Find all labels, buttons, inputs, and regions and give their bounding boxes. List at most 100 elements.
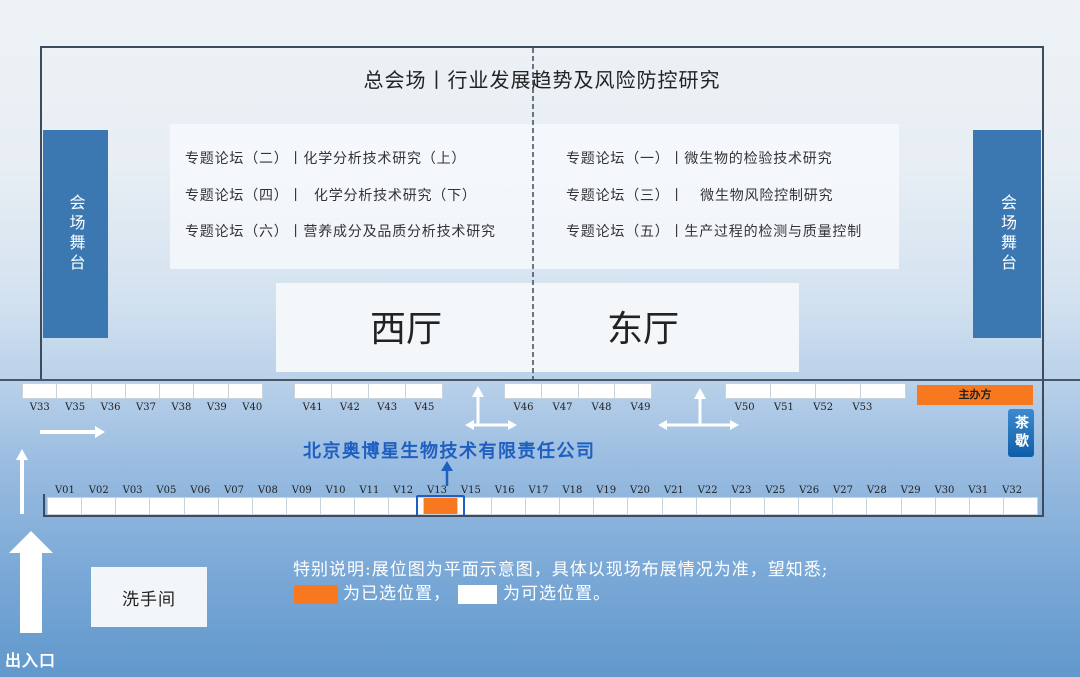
legend-available-swatch xyxy=(458,585,497,604)
stage-left: 会场舞台 xyxy=(43,130,108,338)
booth-v35[interactable] xyxy=(57,384,92,398)
booth-label-v02: V02 xyxy=(88,485,109,496)
booth-v53[interactable] xyxy=(861,384,905,398)
booth-v26[interactable] xyxy=(799,498,834,514)
booth-v11[interactable] xyxy=(355,498,390,514)
main-venue-title: 总会场丨行业发展趋势及风险防控研究 xyxy=(363,68,721,92)
booth-label-v12: V12 xyxy=(393,485,414,496)
organizer-booth: 主办方 xyxy=(917,385,1033,405)
tea-break-label: 茶歇 xyxy=(1013,415,1029,451)
booth-v05[interactable] xyxy=(150,498,185,514)
booth-v17[interactable] xyxy=(525,498,561,514)
booth-v28[interactable] xyxy=(867,498,902,514)
booth-v09[interactable] xyxy=(286,498,322,514)
booth-v43[interactable] xyxy=(369,384,406,398)
booth-label-v53: V53 xyxy=(852,402,873,413)
booth-v31[interactable] xyxy=(969,498,1004,514)
booth-v18[interactable] xyxy=(560,498,595,514)
booth-v38[interactable] xyxy=(160,384,195,398)
booth-label-v48: V48 xyxy=(591,402,612,413)
booth-label-v51: V51 xyxy=(773,402,794,413)
booth-label-v01: V01 xyxy=(54,485,75,496)
booth-v08[interactable] xyxy=(252,498,287,514)
booth-v23[interactable] xyxy=(730,498,765,514)
booth-v49[interactable] xyxy=(615,384,651,398)
booth-v39[interactable] xyxy=(194,384,229,398)
arrow-right-icon xyxy=(40,426,105,438)
entrance-label: 出入口 xyxy=(5,651,57,670)
booth-v02[interactable] xyxy=(82,498,117,514)
booth-v29[interactable] xyxy=(901,498,936,514)
legend-selected-label: 为已选位置， xyxy=(343,584,451,604)
booth-label-v35: V35 xyxy=(65,402,86,413)
special-note: 特别说明:展位图为平面示意图，具体以现场布展情况为准，望知悉; xyxy=(293,560,829,580)
forum-item-5: 专题论坛（五）丨生产过程的检测与质量控制 xyxy=(566,224,862,240)
booth-v33[interactable] xyxy=(23,384,58,398)
forum-item-4: 专题论坛（四）丨 化学分析技术研究（下） xyxy=(185,188,477,204)
booth-v27[interactable] xyxy=(833,498,868,514)
booth-v36[interactable] xyxy=(91,384,126,398)
booth-v46[interactable] xyxy=(505,384,542,398)
booth-v16[interactable] xyxy=(491,498,526,514)
booth-v03[interactable] xyxy=(116,498,151,514)
booth-v51[interactable] xyxy=(771,384,816,398)
booth-label-v25: V25 xyxy=(765,485,786,496)
booth-row-bottom xyxy=(47,497,1038,515)
booth-labels-top-group-4: V50 V51 V52 V53 xyxy=(725,401,882,415)
booth-label-v40: V40 xyxy=(242,402,263,413)
booth-label-v49: V49 xyxy=(630,402,651,413)
company-pointer-arrow-icon xyxy=(441,461,453,486)
booth-label-v08: V08 xyxy=(257,485,278,496)
booth-v41[interactable] xyxy=(295,384,332,398)
booth-label-v27: V27 xyxy=(832,485,853,496)
booth-v47[interactable] xyxy=(541,384,579,398)
booth-v19[interactable] xyxy=(594,498,629,514)
restroom-label: 洗手间 xyxy=(122,589,176,610)
booth-label-v52: V52 xyxy=(813,402,834,413)
booth-v50[interactable] xyxy=(726,384,771,398)
legend-available-label: 为可选位置。 xyxy=(503,584,611,604)
booth-label-v11: V11 xyxy=(359,485,380,496)
booth-row-top-group-1 xyxy=(22,383,263,399)
booth-v32[interactable] xyxy=(1003,498,1038,514)
booth-v42[interactable] xyxy=(332,384,369,398)
booth-v52[interactable] xyxy=(816,384,861,398)
booth-v48[interactable] xyxy=(578,384,616,398)
stage-right: 会场舞台 xyxy=(973,130,1041,338)
booth-v20[interactable] xyxy=(628,498,663,514)
booth-v01[interactable] xyxy=(48,498,83,514)
booth-label-v32: V32 xyxy=(1002,485,1023,496)
booth-label-v28: V28 xyxy=(866,485,887,496)
booth-v37[interactable] xyxy=(125,384,161,398)
booth-label-v41: V41 xyxy=(302,402,323,413)
selected-booth-highlight xyxy=(416,495,465,517)
booth-label-v38: V38 xyxy=(171,402,192,413)
hall-box xyxy=(276,283,799,372)
booth-label-v31: V31 xyxy=(968,485,989,496)
stage-left-label: 会场舞台 xyxy=(66,194,86,274)
booth-label-v50: V50 xyxy=(734,402,755,413)
booth-v21[interactable] xyxy=(662,498,697,514)
east-hall-label: 东厅 xyxy=(607,309,680,350)
forum-item-6: 专题论坛（六）丨营养成分及品质分析技术研究 xyxy=(185,224,496,240)
booth-v40[interactable] xyxy=(228,384,262,398)
booth-v06[interactable] xyxy=(184,498,219,514)
restroom: 洗手间 xyxy=(91,567,207,627)
booth-label-v37: V37 xyxy=(136,402,156,413)
booth-v10[interactable] xyxy=(321,498,356,514)
booth-label-v42: V42 xyxy=(339,402,360,413)
booth-v07[interactable] xyxy=(218,498,253,514)
booth-label-v09: V09 xyxy=(291,485,312,496)
booth-v25[interactable] xyxy=(764,498,800,514)
west-hall-label: 西厅 xyxy=(370,309,443,350)
tea-break-area: 茶歇 xyxy=(1008,409,1034,457)
booth-row-top-group-3 xyxy=(504,383,652,399)
booth-v30[interactable] xyxy=(935,498,970,514)
booth-v22[interactable] xyxy=(696,498,731,514)
booth-label-v05: V05 xyxy=(156,485,177,496)
booth-label-v21: V21 xyxy=(663,485,684,496)
booth-v45[interactable] xyxy=(406,384,442,398)
booth-label-v20: V20 xyxy=(630,485,650,496)
